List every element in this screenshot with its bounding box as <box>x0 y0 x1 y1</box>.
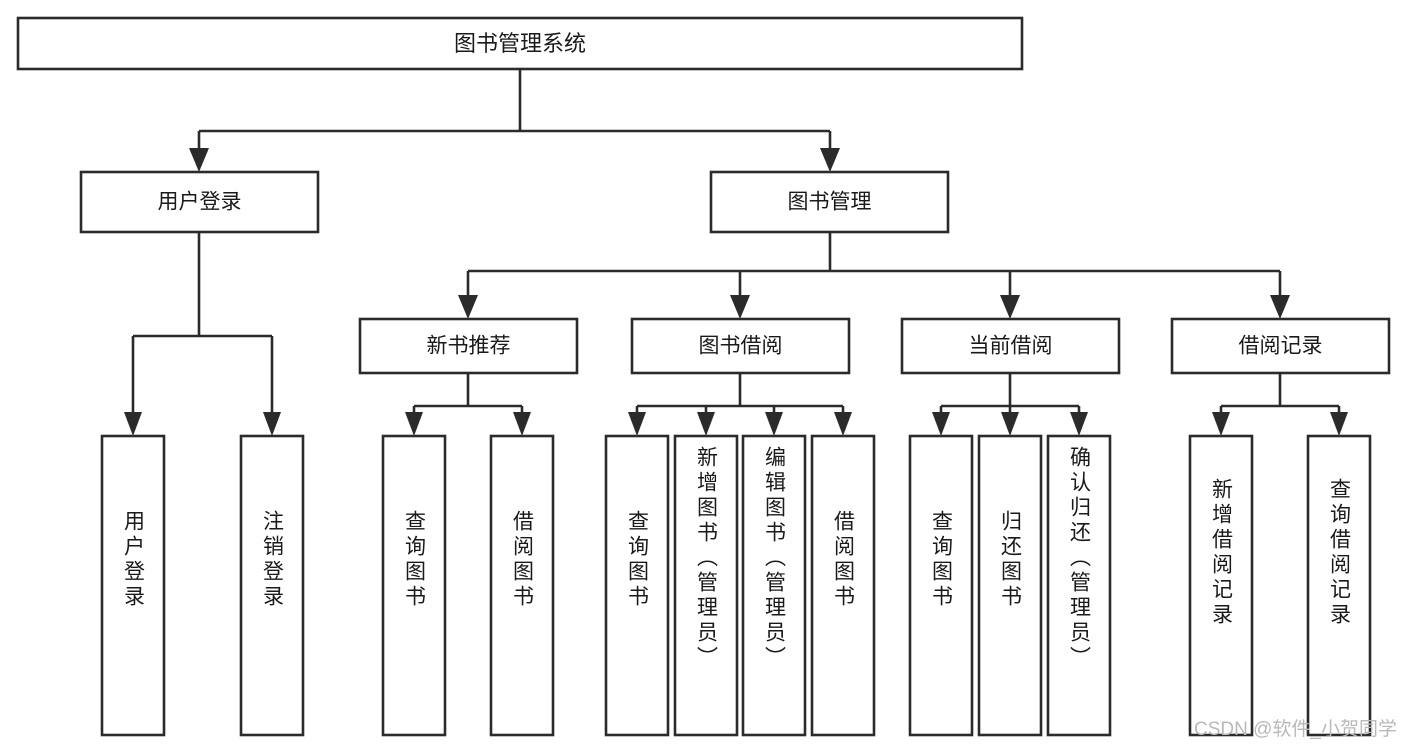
node-current-borrow-label: 当前借阅 <box>969 335 1053 358</box>
node-new-book-recommend-label: 新书推荐 <box>427 335 511 358</box>
arrow-head-icon <box>628 412 646 436</box>
node-leaf-edit-book-box[interactable] <box>741 434 807 737</box>
node-leaf-query-record-label: 查询借阅记录 <box>1327 478 1351 628</box>
arrow-head-icon <box>765 412 783 436</box>
node-leaf-confirm-return-label: 确认归还（管理员） <box>1067 446 1091 671</box>
node-borrow-record-box[interactable] <box>1170 317 1391 375</box>
node-book-management-box[interactable] <box>709 170 950 234</box>
node-leaf-add-record-label: 新增借阅记录 <box>1209 478 1233 628</box>
arrow-head-icon <box>1330 412 1348 436</box>
arrow-head-icon <box>1270 295 1290 319</box>
node-book-management[interactable]: 图书管理 <box>709 170 950 234</box>
node-leaf-query-book-2-box[interactable] <box>604 434 670 737</box>
node-book-borrow[interactable]: 图书借阅 <box>630 317 851 375</box>
arrow-head-icon <box>405 412 423 436</box>
node-user-login-label: 用户登录 <box>158 191 242 214</box>
arrow-head-icon <box>834 412 852 436</box>
arrow-head-icon <box>458 295 478 319</box>
arrow-head-icon <box>697 412 715 436</box>
node-new-book-recommend[interactable]: 新书推荐 <box>358 317 579 375</box>
node-leaf-user-login-label: 用户登录 <box>121 510 145 610</box>
leaf-nodes <box>100 434 1372 737</box>
node-user-login[interactable]: 用户登录 <box>79 170 320 234</box>
node-leaf-return-book-label: 归还图书 <box>998 510 1022 610</box>
node-borrow-record-label: 借阅记录 <box>1239 335 1323 358</box>
node-current-borrow-box[interactable] <box>900 317 1121 375</box>
node-leaf-user-login-box[interactable] <box>100 434 166 737</box>
arrow-head-icon <box>124 412 142 436</box>
arrow-head-icon <box>932 412 950 436</box>
node-user-login-box[interactable] <box>79 170 320 234</box>
node-book-borrow-box[interactable] <box>630 317 851 375</box>
node-leaf-query-book-1-label: 查询图书 <box>402 510 426 610</box>
arrow-head-icon <box>1070 412 1088 436</box>
node-root[interactable]: 图书管理系统 <box>16 16 1024 71</box>
node-leaf-borrow-book-1-box[interactable] <box>489 434 555 737</box>
node-leaf-logout-login-label: 注销登录 <box>260 510 284 610</box>
arrow-head-icon <box>820 148 840 172</box>
node-leaf-query-book-3-label: 查询图书 <box>929 510 953 610</box>
node-root-box[interactable] <box>16 16 1024 71</box>
arrow-head-icon <box>730 295 750 319</box>
node-leaf-add-book-box[interactable] <box>673 434 739 737</box>
node-leaf-query-book-1-box[interactable] <box>381 434 447 737</box>
node-leaf-borrow-book-1-label: 借阅图书 <box>510 510 534 610</box>
node-leaf-confirm-return-box[interactable] <box>1046 434 1112 737</box>
arrow-head-icon <box>189 148 209 172</box>
watermark-text: CSDN @软件_小贺同学 <box>1194 719 1397 740</box>
arrow-head-icon <box>1212 412 1230 436</box>
node-book-management-label: 图书管理 <box>788 191 872 214</box>
node-leaf-edit-book-label: 编辑图书（管理员） <box>762 446 786 671</box>
node-leaf-borrow-book-2-box[interactable] <box>810 434 876 737</box>
arrow-head-icon <box>263 412 281 436</box>
arrow-heads <box>124 148 1348 436</box>
arrow-head-icon <box>1001 412 1019 436</box>
node-leaf-add-book-label: 新增图书（管理员） <box>694 446 718 671</box>
node-leaf-return-book-box[interactable] <box>977 434 1043 737</box>
node-leaf-query-record-box[interactable] <box>1306 434 1372 737</box>
node-root-label: 图书管理系统 <box>454 31 586 56</box>
node-leaf-query-book-3-box[interactable] <box>908 434 974 737</box>
arrow-head-icon <box>1000 295 1020 319</box>
node-leaf-logout-login-box[interactable] <box>239 434 305 737</box>
node-leaf-borrow-book-2-label: 借阅图书 <box>831 510 855 610</box>
node-book-borrow-label: 图书借阅 <box>699 335 783 358</box>
arrow-head-icon <box>513 412 531 436</box>
node-borrow-record[interactable]: 借阅记录 <box>1170 317 1391 375</box>
node-new-book-recommend-box[interactable] <box>358 317 579 375</box>
node-leaf-query-book-2-label: 查询图书 <box>625 510 649 610</box>
node-leaf-add-record-box[interactable] <box>1188 434 1254 737</box>
node-current-borrow[interactable]: 当前借阅 <box>900 317 1121 375</box>
